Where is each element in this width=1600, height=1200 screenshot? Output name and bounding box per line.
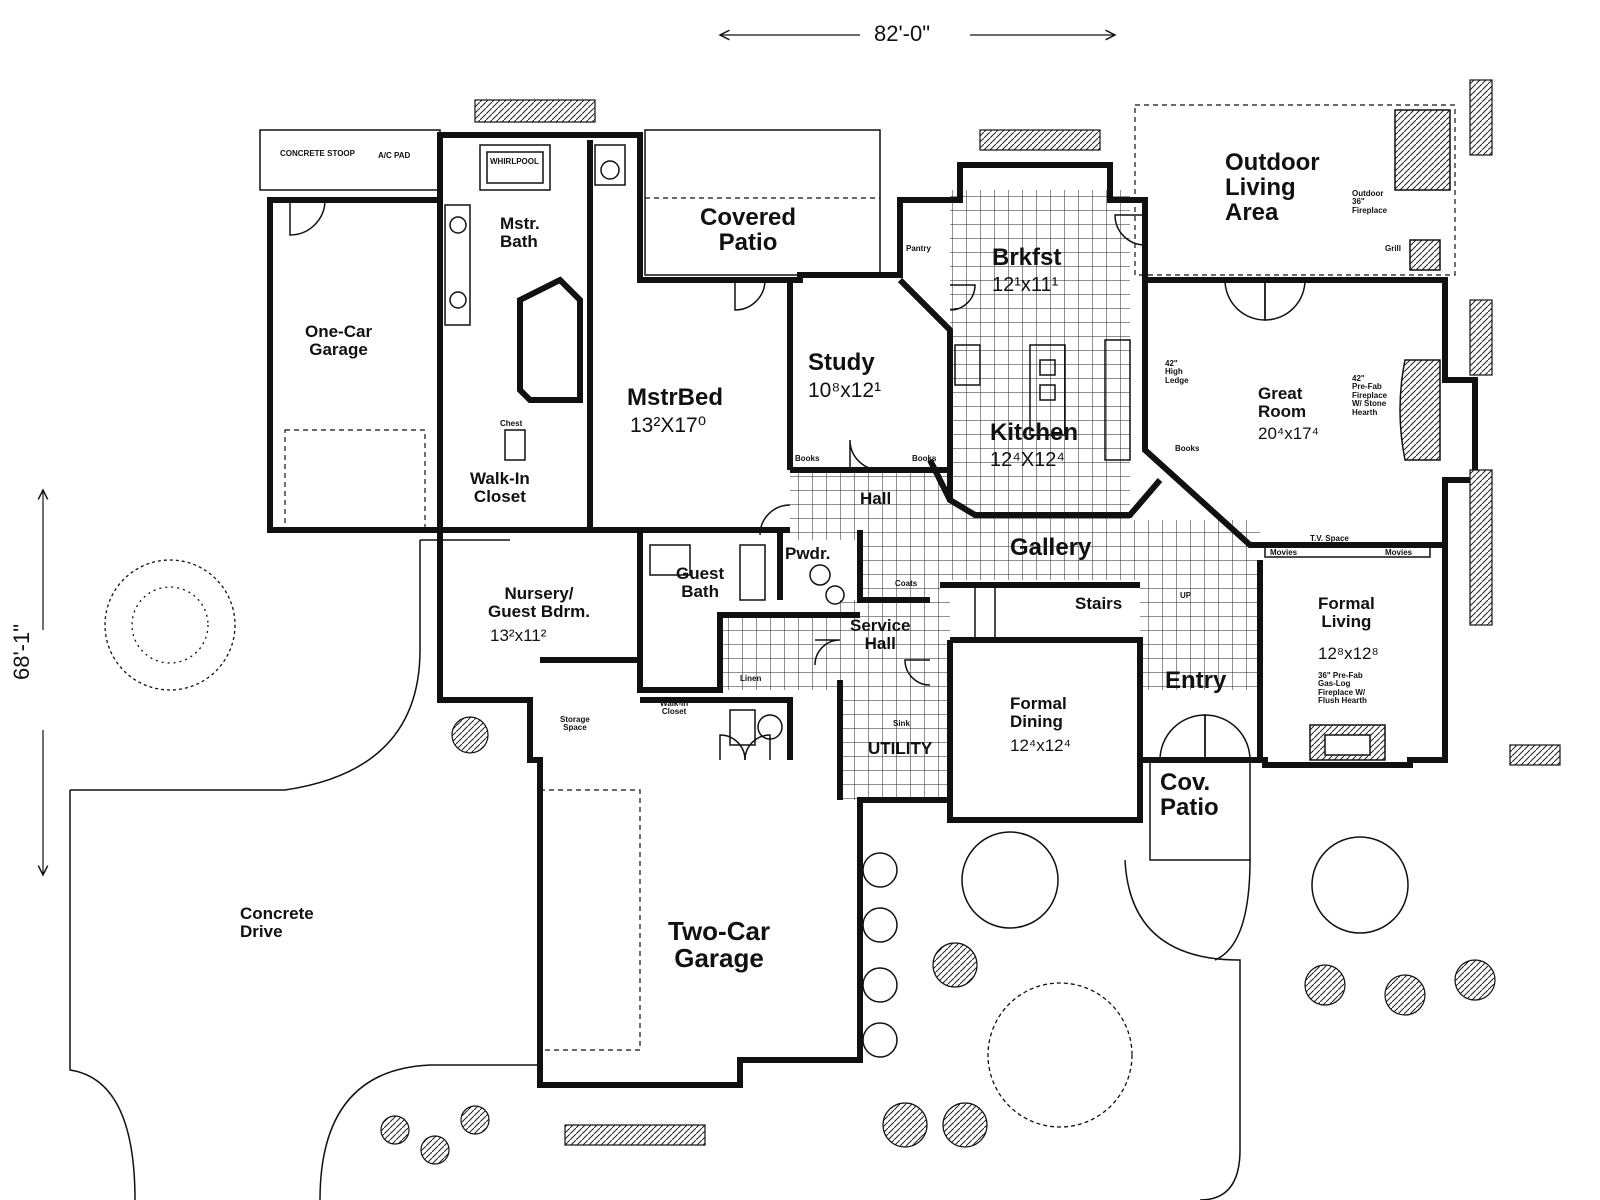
study-dim-label: 10⁸x12¹ — [808, 379, 882, 402]
formal-living-label: Formal Living — [1318, 594, 1375, 631]
formal-dining-label: Formal Dining — [1010, 694, 1067, 731]
high-ledge-label: 42" High Ledge — [1165, 359, 1189, 385]
chest-label: Chest — [500, 419, 523, 428]
great-room-dim-label: 20⁴x17⁴ — [1258, 424, 1319, 443]
coats-label: Coats — [895, 579, 918, 588]
pantry-label: Pantry — [906, 244, 931, 253]
tile-floor — [720, 190, 1260, 800]
outdoor-living-area-label: Outdoor Living Area — [1225, 149, 1320, 227]
books-label-1: Books — [795, 454, 820, 463]
width-dimension: 82'-0" — [874, 21, 931, 46]
outdoor-fireplace-label: Outdoor 36" Fireplace — [1352, 189, 1388, 215]
ac-pad-label: A/C PAD — [378, 151, 411, 160]
front-walkway — [1124, 859, 1251, 1200]
concrete-drive-label: Concrete Drive — [240, 904, 314, 941]
nursery-dim-label: 13²x11² — [490, 626, 547, 645]
study-label: Study — [808, 349, 875, 376]
kitchen-dim-label: 12⁴X12⁴ — [990, 449, 1066, 471]
brkfst-dim-label: 12¹x11¹ — [992, 274, 1059, 296]
guest-bath-label: Guest Bath — [676, 564, 725, 601]
utility-label: UTILITY — [868, 739, 933, 758]
movies-label-2: Movies — [1385, 548, 1413, 557]
whirlpool-label: WHIRLPOOL — [490, 157, 539, 166]
outdoor-living-area-outline — [1134, 104, 1456, 276]
formal-living-fireplace-label: 36" Pre-Fab Gas-Log Fireplace W/ Flush H… — [1318, 671, 1367, 706]
pwdr-label: Pwdr. — [785, 544, 831, 563]
covered-patio-label: Covered Patio — [700, 204, 797, 257]
grill-label: Grill — [1385, 244, 1402, 253]
books-label-3: Books — [1175, 444, 1200, 453]
hall-label: Hall — [860, 489, 892, 508]
great-room-fireplace-label: 42" Pre-Fab Fireplace W/ Stone Hearth — [1352, 374, 1388, 417]
door-swings — [289, 199, 1306, 761]
covered-patio-outline — [644, 129, 881, 276]
books-label-2: Books — [912, 454, 937, 463]
gallery-label: Gallery — [1010, 534, 1092, 561]
formal-dining-dim-label: 12⁴x12⁴ — [1010, 736, 1071, 755]
entry-label: Entry — [1165, 667, 1227, 694]
fixtures — [444, 109, 1451, 761]
nursery-label: Nursery/ Guest Bdrm. — [488, 584, 591, 621]
great-room-label: Great Room — [1258, 384, 1307, 421]
service-hall-label: Service Hall — [850, 616, 911, 653]
two-car-door-outline — [539, 789, 641, 1051]
exterior-walls — [267, 132, 1478, 1088]
landscape-trees — [104, 559, 1496, 1165]
stairs-label: Stairs — [1075, 594, 1123, 613]
kitchen-label: Kitchen — [990, 419, 1079, 446]
concrete-drive — [69, 539, 540, 1200]
garage-door-outline — [284, 429, 426, 531]
stoop-outline — [259, 129, 441, 191]
up-label: UP — [1180, 591, 1192, 600]
mstr-bath-label: Mstr. Bath — [500, 214, 540, 251]
sink-label: Sink — [893, 719, 910, 728]
mstr-bed-label: MstrBed — [627, 384, 724, 411]
movies-label-1: Movies — [1270, 548, 1298, 557]
small-walk-in-closet-label: Walk-In Closet — [660, 699, 689, 717]
mstr-bed-dim-label: 13²X17⁰ — [630, 414, 707, 437]
depth-dimension: 68'-1" — [9, 623, 34, 680]
concrete-stoop-label: CONCRETE STOOP — [280, 149, 355, 158]
one-car-garage-label: One-Car Garage — [305, 322, 373, 359]
formal-living-dim-label: 12⁸x12⁸ — [1318, 644, 1379, 663]
brkfst-label: Brkfst — [992, 244, 1062, 271]
walk-in-closet-label: Walk-In Closet — [470, 469, 530, 506]
storage-space-label: Storage Space — [560, 715, 590, 733]
tv-space-label: T.V. Space — [1310, 534, 1349, 543]
planter-borders — [474, 79, 1561, 1146]
two-car-garage-label: Two-Car Garage — [668, 916, 771, 974]
cov-patio-label: Cov. Patio — [1160, 769, 1219, 822]
linen-label: Linen — [740, 674, 762, 683]
